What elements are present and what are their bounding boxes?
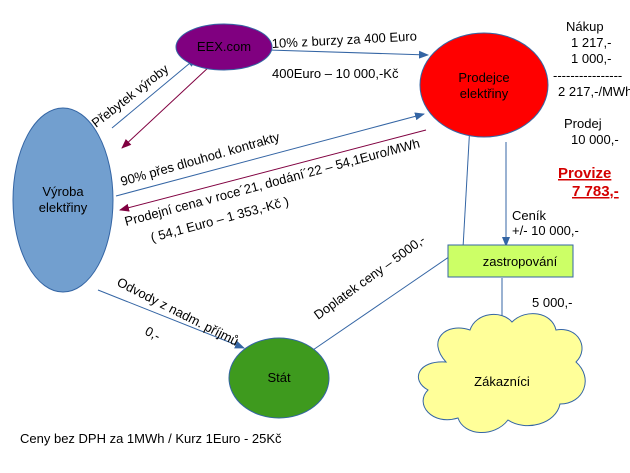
- node-production-label-2: elektřiny: [39, 200, 88, 215]
- edge-label-surplus: Přebytek výroby: [89, 61, 172, 131]
- calc-sale-label: Prodej: [564, 116, 602, 131]
- node-production: [12, 107, 114, 293]
- calc-commission-value: 7 783,-: [572, 183, 619, 200]
- node-seller-label-1: Prodejce: [458, 70, 509, 85]
- calc-purchase-2: 1 000,-: [571, 51, 611, 66]
- node-production-label-1: Výroba: [42, 184, 84, 199]
- arrow-production-to-seller: [115, 112, 425, 197]
- arrow-production-to-eex: [111, 57, 197, 129]
- footnote: Ceny bez DPH za 1MWh / Kurz 1Euro - 25Kč: [20, 431, 282, 446]
- node-eex: [175, 23, 273, 71]
- calc-commission-label: Provize: [558, 165, 611, 182]
- calc-purchase-1: 1 217,-: [571, 35, 611, 50]
- node-state: [228, 337, 330, 419]
- arrow-production-to-state: [97, 289, 245, 349]
- node-seller-label-2: elektřiny: [460, 86, 509, 101]
- node-customers: [417, 313, 586, 433]
- arrow-eex-to-production: [121, 65, 211, 149]
- node-seller: [419, 32, 549, 138]
- node-eex-label: EEX.com: [197, 39, 251, 54]
- arrow-cap-to-seller: [462, 123, 474, 249]
- edge-label-tariff: Ceník: [512, 208, 546, 223]
- node-state-label: Stát: [267, 370, 291, 385]
- node-cap-label: zastropování: [483, 254, 558, 269]
- arrow-eex-to-seller: [267, 49, 429, 59]
- arrow-seller-to-production: [119, 129, 427, 212]
- arrow-state-to-cap: [309, 247, 463, 353]
- calc-purchase-total: 2 217,-/MWh: [558, 84, 630, 99]
- edge-label-exchange-share: 10% z burzy za 400 Euro: [271, 28, 417, 51]
- node-cap: [447, 244, 574, 278]
- edge-label-subsidy: Doplatek ceny – 5000,-: [311, 232, 428, 323]
- calc-sale-value: 10 000,-: [571, 132, 619, 147]
- edge-label-tariff-value: +/- 10 000,-: [512, 223, 579, 238]
- calc-purchase-label: Nákup: [566, 19, 604, 34]
- edge-label-levy: Odvody z nadm. příjmů: [115, 274, 242, 348]
- edge-label-exchange-price: 400Euro – 10 000,-Kč: [272, 66, 399, 81]
- node-customers-label: Zákazníci: [474, 374, 530, 389]
- calc-divider: ----------------: [553, 68, 622, 83]
- edge-label-levy-value: 0,-: [143, 323, 163, 343]
- edge-label-customer-price: 5 000,-: [532, 295, 572, 310]
